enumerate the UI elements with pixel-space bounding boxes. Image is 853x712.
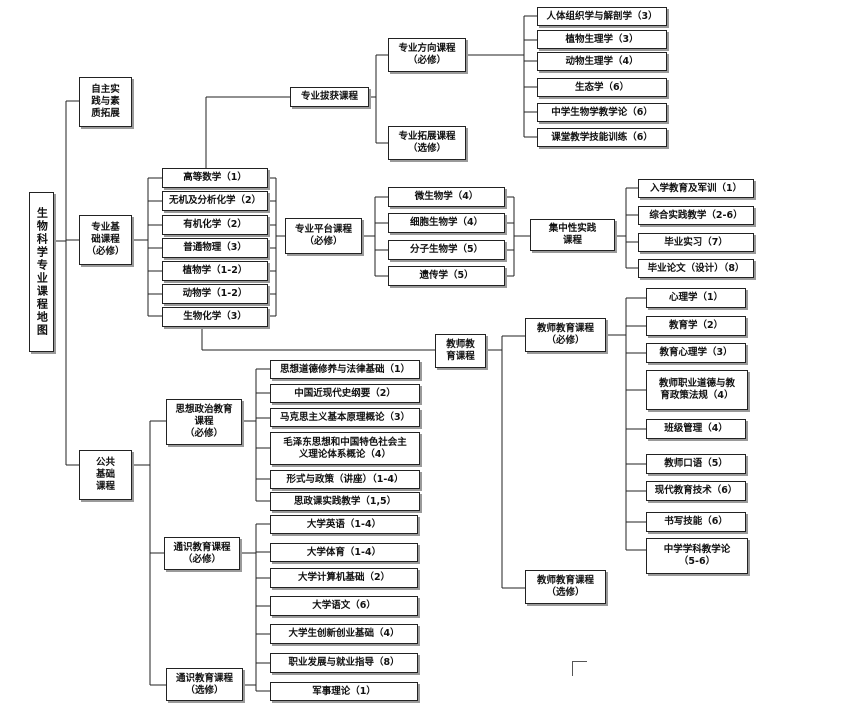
root-title-box: 生物科学专业课程地图 — [29, 192, 54, 352]
course-banji-guanli: 班级管理（4） — [646, 419, 746, 439]
course-zonghe-shijian: 综合实践教学（2-6） — [638, 206, 754, 225]
course-jiaoyu-xinli: 教育心理学（3） — [646, 343, 746, 363]
course-shengwu-huaxue: 生物化学（3） — [162, 307, 268, 327]
course-putong-wuli: 普通物理（3） — [162, 238, 268, 258]
course-shengtai: 生态学（6） — [537, 78, 667, 97]
course-weishengwu: 微生物学（4） — [388, 187, 505, 207]
course-shuxie-jineng: 书写技能（6） — [646, 512, 746, 532]
general-optional-node: 通识教育课程 （选修） — [166, 668, 243, 701]
practice-course-node: 集中性实践 课程 — [530, 219, 615, 251]
course-zhiye-fazhan: 职业发展与就业指导（8） — [270, 653, 418, 673]
general-required-node: 通识教育课程 （必修） — [164, 537, 240, 570]
public-basic-node: 公共 基础 课程 — [79, 450, 132, 500]
course-xinlixue: 心理学（1） — [646, 288, 746, 308]
corner-mark — [572, 661, 587, 676]
teacher-optional-node: 教师教育课程 （选修） — [525, 570, 606, 604]
course-yichuan: 遗传学（5） — [388, 266, 505, 286]
major-basic-node: 专业基 础课程 （必修） — [79, 215, 132, 265]
ability-course-node: 专业拔获课程 — [290, 87, 369, 107]
teacher-required-node: 教师教育课程 （必修） — [525, 318, 606, 352]
course-makesi: 马克思主义基本原理概论（3） — [270, 408, 420, 427]
course-gaodeng-shuxue: 高等数学（1） — [162, 168, 268, 188]
course-zhongxue-jiaoxuelun: 中学生物学教学论（6） — [537, 103, 667, 122]
course-biye-shixi: 毕业实习（7） — [638, 233, 754, 252]
course-xibao: 细胞生物学（4） — [388, 213, 505, 233]
course-daxue-tiyu: 大学体育（1-4） — [270, 543, 418, 562]
course-sixiu: 思想道德修养与法律基础（1） — [270, 360, 420, 379]
expand-course-node: 专业拓展课程 （选修） — [388, 126, 466, 160]
course-daxue-yingyu: 大学英语（1-4） — [270, 515, 418, 534]
self-practice-node: 自主实 践与素 质拓展 — [79, 77, 132, 127]
teacher-education-node: 教师教 育课程 — [435, 334, 486, 368]
course-daxue-yuwen: 大学语文（6） — [270, 596, 418, 616]
course-xueke-jiaoxuelun: 中学学科教学论 （5-6） — [646, 538, 748, 574]
course-jisuanji: 大学计算机基础（2） — [270, 568, 418, 588]
course-ketang-jineng: 课堂教学技能训练（6） — [537, 128, 667, 147]
course-dongwuxue: 动物学（1-2） — [162, 284, 268, 304]
course-sizheng-shijian: 思政课实践教学（1,5） — [270, 492, 420, 511]
course-jiaoshi-kouyu: 教师口语（5） — [646, 454, 746, 474]
course-dongwu-shengli: 动物生理学（4） — [537, 52, 667, 71]
course-xiandai-jishu: 现代教育技术（6） — [646, 481, 746, 501]
course-junshi-lilun: 军事理论（1） — [270, 682, 418, 701]
direction-course-node: 专业方向课程 （必修） — [388, 38, 466, 72]
platform-course-node: 专业平台课程 （必修） — [285, 218, 362, 254]
course-wuji-huaxue: 无机及分析化学（2） — [162, 191, 268, 211]
course-chuangxin: 大学生创新创业基础（4） — [270, 624, 418, 644]
course-jiaoyuxue: 教育学（2） — [646, 316, 746, 336]
politics-course-node: 思想政治教育 课程 （必修） — [166, 399, 242, 445]
course-youji-huaxue: 有机化学（2） — [162, 215, 268, 235]
course-biye-lunwen: 毕业论文（设计）（8） — [638, 259, 754, 278]
course-zhiye-daode: 教师职业道德与教 育政策法规（4） — [646, 370, 748, 410]
course-zhiwuxue: 植物学（1-2） — [162, 261, 268, 281]
course-ruxue-junxun: 入学教育及军训（1） — [638, 179, 754, 198]
course-jindaishi: 中国近现代史纲要（2） — [270, 384, 420, 403]
course-renti: 人体组织学与解剖学（3） — [537, 7, 667, 26]
course-maogai: 毛泽东思想和中国特色社会主 义理论体系概论（4） — [270, 432, 420, 465]
course-xingshi-zhengce: 形式与政策（讲座）（1-4） — [270, 470, 420, 489]
course-zhiwu-shengli: 植物生理学（3） — [537, 30, 667, 49]
course-fenzi: 分子生物学（5） — [388, 240, 505, 260]
